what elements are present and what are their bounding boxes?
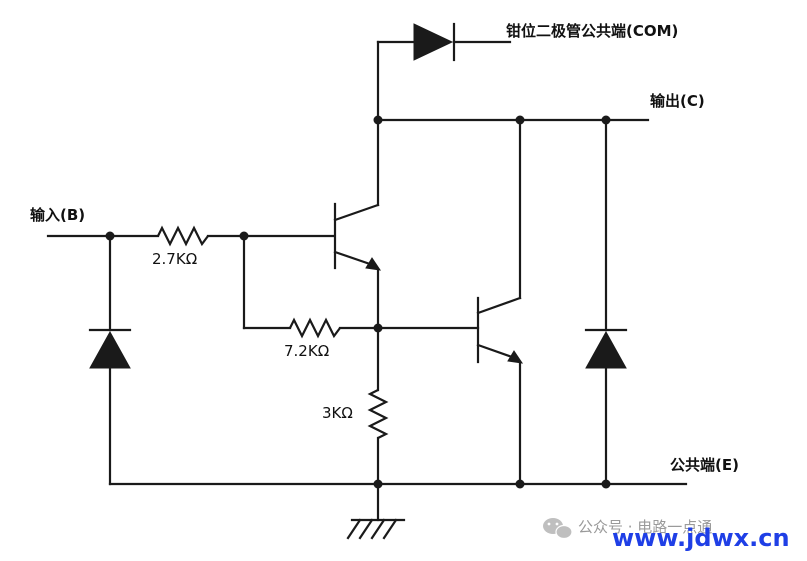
wires	[46, 40, 688, 522]
label-output: 输出(C)	[650, 92, 705, 110]
ground-symbol	[346, 518, 406, 540]
output-protection-diode	[584, 328, 628, 369]
label-clamp-diode-common: 钳位二极管公共端(COM)	[506, 22, 678, 40]
resistor-r2	[289, 317, 341, 339]
input-protection-diode	[88, 328, 132, 369]
watermark-account: 公众号 · 电路一点通	[578, 518, 712, 536]
junction-dot	[373, 479, 383, 489]
junction-dot	[515, 115, 525, 125]
transistor-q1	[333, 202, 382, 271]
label-input: 输入(B)	[30, 206, 85, 224]
clamp-diode	[413, 22, 456, 62]
junction-dot	[373, 115, 383, 125]
junction-dot	[601, 115, 611, 125]
label-r1: 2.7KΩ	[152, 250, 197, 268]
junctions	[105, 115, 611, 489]
junction-dot	[105, 231, 115, 241]
junction-dot	[373, 323, 383, 333]
junction-dot	[515, 479, 525, 489]
resistor-r1	[157, 225, 209, 247]
watermark: 公众号 · 电路一点通 www.jdwx.cn	[543, 518, 790, 552]
transistor-q2	[476, 296, 524, 364]
watermark-site: www.jdwx.cn	[612, 524, 790, 552]
wechat-icon	[543, 518, 573, 540]
junction-dot	[239, 231, 249, 241]
q1-emitter-arrow	[365, 257, 382, 271]
q2-emitter-arrow	[507, 350, 524, 364]
resistor-r3	[367, 389, 389, 439]
junction-dot	[601, 479, 611, 489]
label-r3: 3KΩ	[322, 404, 353, 422]
label-common: 公共端(E)	[670, 456, 739, 474]
label-r2: 7.2KΩ	[284, 342, 329, 360]
